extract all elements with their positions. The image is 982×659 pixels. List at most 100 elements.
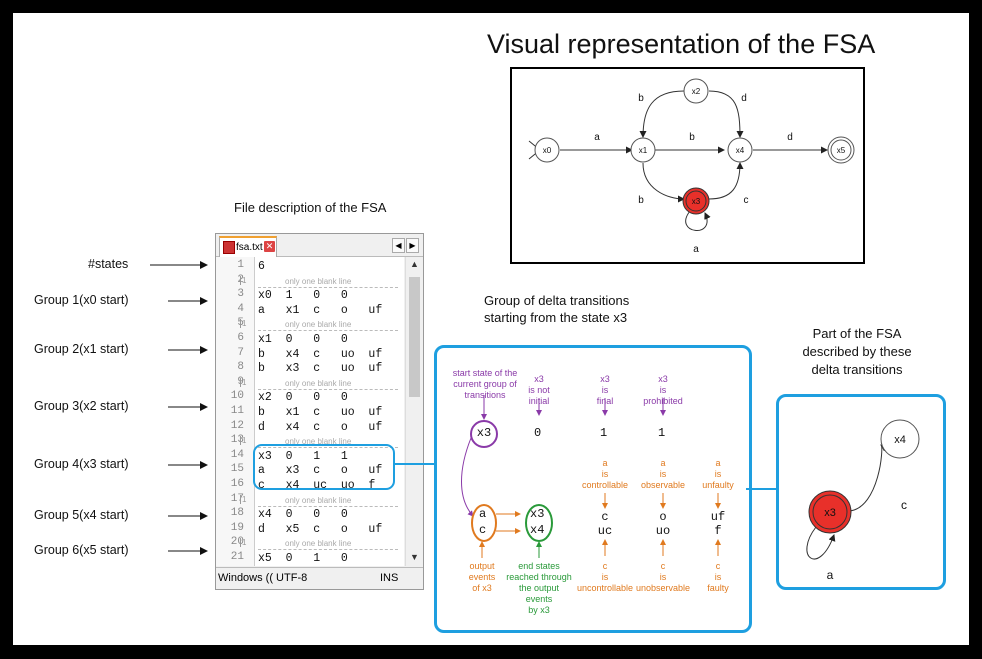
blank-line-divider xyxy=(258,330,398,332)
part-edge-x3-loop xyxy=(806,526,836,560)
tab-scroll-left-icon[interactable]: ◀ xyxy=(392,238,405,253)
code-line: x3 0 1 1 xyxy=(258,449,348,463)
edge-label: b xyxy=(689,132,695,143)
part-heading-line: Part of the FSA xyxy=(812,326,902,341)
code-line: 6 xyxy=(258,260,265,273)
code-line: a x1 c o uf xyxy=(258,303,383,317)
unobservable-note: c is unobservable xyxy=(633,561,693,594)
note-line: reached through xyxy=(506,572,572,582)
note-line: a xyxy=(660,458,666,468)
scroll-down-icon[interactable]: ▼ xyxy=(410,552,419,562)
note-line: is not xyxy=(528,385,550,395)
status-insert-mode: INS xyxy=(380,572,399,584)
part-heading-line: delta transitions xyxy=(811,362,903,377)
events-ellipse xyxy=(471,504,497,542)
note-line: x3 xyxy=(534,374,544,384)
edge-x2-x4 xyxy=(708,90,744,138)
line-number: 8 xyxy=(237,361,244,374)
blank-line-marker: 1 xyxy=(240,377,247,387)
delta-transitions-panel: start state of the current group of tran… xyxy=(434,345,752,633)
label-group-1: Group 1(x0 start) xyxy=(34,293,129,307)
fault-value-1: uf xyxy=(710,510,726,524)
highlight-group-4 xyxy=(253,444,395,490)
note-line: c xyxy=(602,561,608,571)
delta-connectors xyxy=(461,395,721,558)
blank-line-note: only one blank line xyxy=(285,437,352,447)
note-line: unfaulty xyxy=(702,480,734,490)
output-events-note: output events of x3 xyxy=(457,561,507,594)
prohibited-value: 1 xyxy=(658,426,666,440)
blank-line-marker: 1 xyxy=(240,436,247,446)
ctrl-value-1: c xyxy=(601,510,609,524)
state-x1 xyxy=(630,137,656,163)
line-number: 12 xyxy=(230,419,244,432)
edge-x2-x1 xyxy=(639,90,685,138)
status-bar: Windows (( UTF-8 INS xyxy=(216,567,423,590)
note-line: events xyxy=(525,594,553,604)
blank-line-marker: 1 xyxy=(240,319,247,329)
part-heading-line: described by these xyxy=(802,344,912,359)
code-line: b x4 c uo uf xyxy=(258,347,383,361)
fsa-diagram-box: x0 x1 x2 x3 x4 x5 a b d b d b c a xyxy=(510,67,865,264)
note-line: is xyxy=(601,469,609,479)
part-state-x3 xyxy=(812,494,848,530)
scroll-thumb[interactable] xyxy=(409,277,420,397)
file-description-title: File description of the FSA xyxy=(234,200,387,215)
edge-x1-x3 xyxy=(642,162,685,203)
obs-value-2: uo xyxy=(655,524,671,538)
part-edge-x3-x4 xyxy=(849,444,888,512)
line-number: 15 xyxy=(230,463,244,476)
note-line: is xyxy=(659,469,667,479)
status-encoding: Windows (( UTF-8 xyxy=(218,572,308,584)
ctrl-value-2: uc xyxy=(597,524,613,538)
line-number: 4 xyxy=(237,302,244,315)
label-group-5: Group 5(x4 start) xyxy=(34,508,129,522)
blank-line-note: only one blank line xyxy=(285,276,352,286)
note-line: is xyxy=(659,385,667,395)
figure-canvas xyxy=(13,13,969,645)
blank-line-divider xyxy=(258,549,398,551)
note-line: unobservable xyxy=(635,583,691,593)
faulty-note: c is faulty xyxy=(699,561,737,594)
delta-heading-line2: starting from the state x3 xyxy=(484,310,628,325)
code-line: x2 0 0 0 xyxy=(258,391,348,405)
note-line: is xyxy=(714,469,722,479)
edge-label: c xyxy=(744,195,749,206)
edge-label: d xyxy=(787,132,793,143)
blank-line-marker: 1 xyxy=(240,494,247,504)
vertical-scrollbar[interactable]: ▲ ▼ xyxy=(405,257,423,566)
state-x3-label: x3 xyxy=(692,197,701,206)
label-states: #states xyxy=(88,257,129,271)
final-note: x3 is final xyxy=(585,374,625,407)
initial-value: 0 xyxy=(534,426,542,440)
note-line: final xyxy=(596,396,614,406)
note-line: end states xyxy=(518,561,560,571)
tab-fsa-txt[interactable]: fsa.txt ✕ xyxy=(219,236,277,257)
scroll-up-icon[interactable]: ▲ xyxy=(410,259,419,269)
blank-line-divider xyxy=(258,286,398,288)
edge-x3-x4 xyxy=(708,162,744,200)
start-state-value: x3 xyxy=(476,426,492,440)
note-line: prohibited xyxy=(643,396,683,406)
note-line: is xyxy=(659,572,667,582)
state-x4-label: x4 xyxy=(736,146,745,155)
delta-heading-line1: Group of delta transitions xyxy=(484,293,630,308)
note-line: is xyxy=(601,385,609,395)
blank-line-marker: 1 xyxy=(240,538,247,548)
tab-scroll-right-icon[interactable]: ▶ xyxy=(406,238,419,253)
note-line: start state of the xyxy=(452,368,518,378)
edge-label: a xyxy=(693,244,699,255)
editor-tab-bar: fsa.txt ✕ ◀ ▶ xyxy=(216,234,423,257)
tab-label: fsa.txt xyxy=(236,242,263,253)
code-line: d x5 c o uf xyxy=(258,522,383,536)
note-line: initial xyxy=(528,396,550,406)
observable-note: a is observable xyxy=(637,458,689,491)
note-line: transitions xyxy=(464,390,506,400)
edge-label: a xyxy=(594,132,600,143)
note-line: by x3 xyxy=(528,605,550,615)
note-line: of x3 xyxy=(472,583,492,593)
close-icon[interactable]: ✕ xyxy=(264,241,275,252)
